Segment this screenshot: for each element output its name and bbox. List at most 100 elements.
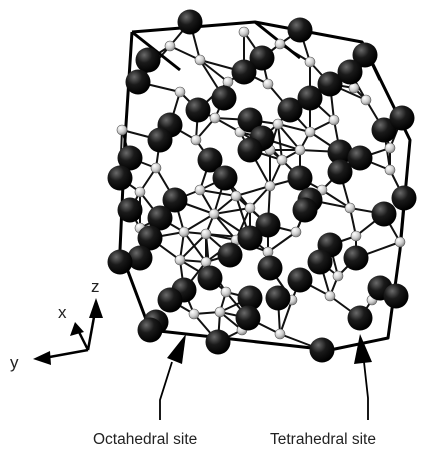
small-atom [208, 208, 220, 220]
large-atom [205, 329, 231, 355]
bond [277, 123, 301, 151]
small-atom [276, 154, 288, 166]
small-atom [272, 118, 284, 130]
large-atom [147, 205, 173, 231]
large-atom [107, 249, 133, 275]
large-atom [125, 69, 151, 95]
bond [213, 207, 251, 215]
large-atom [297, 85, 323, 111]
x-axis-arrow [76, 329, 90, 351]
large-atom [265, 285, 291, 311]
bond [277, 123, 283, 161]
large-atom [255, 212, 281, 238]
large-atom [117, 145, 143, 171]
small-atom [290, 226, 302, 238]
bond [199, 59, 229, 83]
large-atom [343, 245, 369, 271]
large-atom [287, 165, 313, 191]
bond [321, 189, 351, 209]
large-atom [137, 225, 163, 251]
tetrahedral-pointer [354, 334, 372, 420]
small-atom [304, 56, 316, 68]
large-atom [309, 337, 335, 363]
large-atom [327, 139, 353, 165]
small-atom [262, 78, 274, 90]
small-atom [116, 124, 128, 136]
large-atoms [107, 9, 417, 363]
bond [183, 213, 215, 233]
small-atom [294, 144, 306, 156]
large-atom [235, 305, 261, 331]
bond [179, 233, 207, 261]
bond [199, 189, 237, 197]
small-atom [178, 226, 190, 238]
bond [235, 185, 271, 197]
y-axis-label: y [10, 353, 19, 372]
large-atom [135, 47, 161, 73]
x-axis-label: x [58, 303, 67, 322]
large-atom [249, 45, 275, 71]
bond [279, 299, 293, 335]
large-atom [212, 165, 238, 191]
small-atom [209, 112, 221, 124]
bond [183, 231, 207, 263]
large-atom [137, 317, 163, 343]
large-atom [337, 59, 363, 85]
small-atom [238, 26, 250, 38]
bond [277, 123, 311, 133]
large-atom [371, 201, 397, 227]
large-atom [162, 187, 188, 213]
large-atom [231, 59, 257, 85]
large-atom [287, 17, 313, 43]
large-atom [317, 71, 343, 97]
small-atom [344, 202, 356, 214]
small-atom [200, 228, 212, 240]
large-atom [211, 85, 237, 111]
small-atom [214, 306, 226, 318]
large-atom [147, 127, 173, 153]
large-atom [307, 249, 333, 275]
small-atom [194, 184, 206, 196]
large-atom [371, 117, 397, 143]
small-atom [350, 230, 362, 242]
small-atom [230, 190, 242, 202]
crystal-lattice [107, 9, 417, 363]
small-atom [220, 286, 232, 298]
small-atom [200, 256, 212, 268]
large-atom [327, 159, 353, 185]
large-atom [347, 145, 373, 171]
large-atom [277, 97, 303, 123]
large-atom [389, 105, 415, 131]
axis-triad: z x y [10, 277, 103, 372]
small-atom [348, 82, 360, 94]
large-atom [391, 185, 417, 211]
bond [267, 231, 297, 253]
small-atom [274, 38, 286, 50]
large-atom [287, 267, 313, 293]
small-atom [164, 40, 176, 52]
large-atom [217, 242, 243, 268]
small-atom [332, 270, 344, 282]
y-axis-arrowhead [33, 351, 51, 365]
large-atom [127, 245, 153, 271]
large-atom [257, 255, 283, 281]
small-atoms [116, 26, 406, 340]
large-atom [107, 165, 133, 191]
small-atom [394, 236, 406, 248]
x-axis-arrowhead [70, 322, 84, 336]
z-axis-label: z [91, 277, 100, 296]
small-atom [384, 142, 396, 154]
octahedral-site-label: Octahedral site [93, 431, 197, 448]
large-atom [197, 265, 223, 291]
small-atom [190, 134, 202, 146]
large-atom [197, 147, 223, 173]
small-atom [274, 328, 286, 340]
small-atom [360, 94, 372, 106]
large-atom [347, 305, 373, 331]
large-atom [177, 9, 203, 35]
tetrahedral-site-label: Tetrahedral site [270, 431, 376, 448]
small-atom [262, 246, 274, 258]
large-atom [237, 225, 263, 251]
small-atom [264, 180, 276, 192]
small-atom [328, 114, 340, 126]
